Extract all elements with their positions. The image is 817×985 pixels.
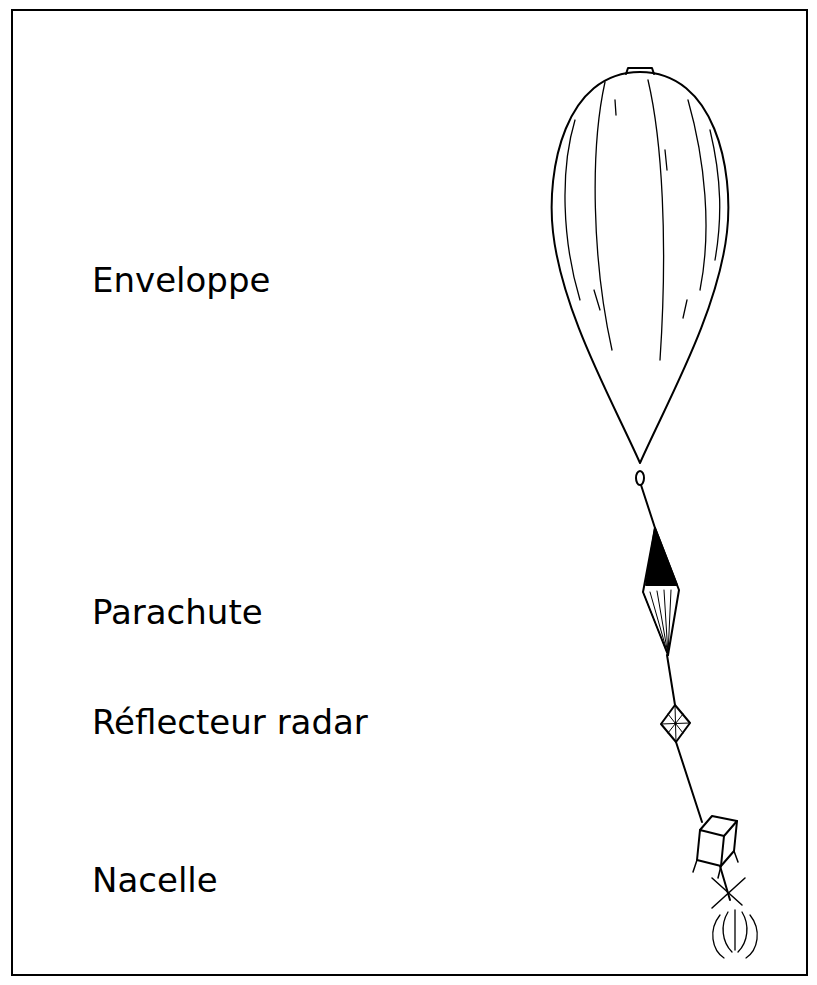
- gondola: [693, 816, 745, 908]
- part-label: Réflecteur radar: [92, 702, 368, 743]
- part-label: Nacelle: [92, 860, 218, 901]
- ring: [636, 471, 644, 485]
- radar-reflector: [661, 705, 690, 742]
- parachute: [643, 528, 679, 655]
- frame: [12, 10, 807, 975]
- envelope-gores: [565, 80, 720, 360]
- radio-waves: [713, 910, 757, 958]
- part-label: Enveloppe: [92, 260, 270, 301]
- part-label: Parachute: [92, 592, 263, 633]
- cord: [641, 485, 730, 900]
- envelope-cap: [626, 68, 654, 74]
- envelope: [552, 72, 729, 463]
